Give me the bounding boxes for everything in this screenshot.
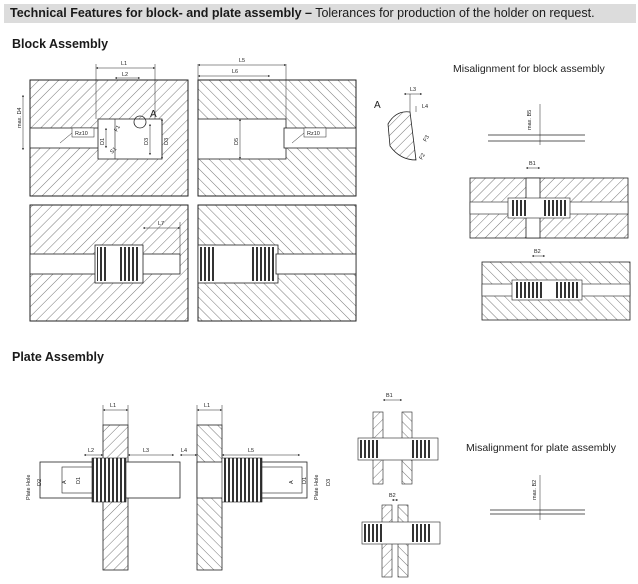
block-misalignment-caption: Misalignment for block assembly	[453, 63, 605, 75]
plate-hole-label-r: Plate Hole	[314, 475, 320, 500]
plate-dim-l5: L5	[248, 448, 254, 454]
dim-b2: B2	[534, 249, 541, 255]
dim-l4: L4	[422, 104, 428, 110]
dim-d3: D3	[164, 138, 170, 145]
dim-f2: F2	[419, 152, 427, 161]
dim-l5: L5	[239, 58, 245, 64]
plate-dim-b1: B1	[386, 393, 393, 399]
dim-l1: L1	[121, 61, 127, 67]
detail-marker-a: A	[150, 109, 157, 120]
plate-dim-d1: D1	[76, 477, 82, 484]
plate-dim-l1-r: L1	[204, 403, 210, 409]
plate-assembly-right: L1 L4 L5 A D1 Plate Hole D3	[180, 403, 332, 571]
dim-l6: L6	[232, 69, 238, 75]
plate-dim-l1: L1	[110, 403, 116, 409]
block-misalignment: Misalignment for block assembly max. B5 …	[453, 63, 631, 321]
plate-dim-l2: L2	[88, 448, 94, 454]
block-bore-detail: L1 L2 max. D4 Rz10 D1 F1 S1 D3 D3 A	[17, 61, 189, 197]
plate-assembly-left: L1 L2 L3 Plate Hole D2 A D1	[26, 403, 181, 571]
plate-dim-l4: L4	[181, 448, 187, 454]
dim-b1: B1	[529, 161, 536, 167]
header-banner: Technical Features for block- and plate …	[4, 4, 636, 23]
plate-dim-max-b2: max. B2	[532, 480, 538, 500]
plate-dim-d2: D2	[37, 479, 43, 486]
plate-dim-a: A	[62, 480, 68, 484]
dim-d1: D1	[100, 138, 106, 145]
plate-assembly-title: Plate Assembly	[12, 350, 104, 364]
plate-dim-d3: D3	[326, 479, 332, 486]
dim-l2: L2	[122, 72, 128, 78]
block-wide-bore: L5 L6 D5 Rz10	[197, 58, 357, 197]
header-title-rest: Tolerances for production of the holder …	[315, 6, 595, 20]
dim-f1: F1	[114, 124, 122, 133]
dim-max-d4: max. D4	[17, 108, 23, 128]
plate-dim-b2: B2	[389, 493, 396, 499]
dim-d3-inner: D3	[144, 138, 150, 145]
header-title-bold: Technical Features for block- and plate …	[10, 6, 312, 20]
plate-dim-d1-r: D1	[302, 477, 308, 484]
block-wide-coupling	[197, 204, 357, 322]
dim-max-b5: max. B5	[527, 110, 533, 130]
dim-s1: S1	[109, 146, 118, 155]
block-assembly-title: Block Assembly	[12, 37, 109, 51]
dim-d5: D5	[234, 138, 240, 145]
plate-misalignment-caption: Misalignment for plate assembly	[466, 442, 617, 454]
block-coupling-inserted: L7	[29, 204, 189, 322]
surface-rz10-2: Rz10	[307, 131, 320, 137]
dim-f3: F3	[423, 134, 431, 143]
plate-dim-l3: L3	[143, 448, 149, 454]
detail-a: A L3 L4 F3 F2	[374, 87, 431, 161]
plate-dim-a-r: A	[289, 480, 295, 484]
dim-l7: L7	[158, 221, 164, 227]
surface-rz10: Rz10	[75, 131, 88, 137]
detail-a-label: A	[374, 100, 381, 111]
plate-hole-label: Plate Hole	[26, 475, 32, 500]
plate-misalignment: B1 B2 Misalignment for plate assembly ma…	[357, 393, 617, 578]
dim-l3: L3	[410, 87, 416, 93]
